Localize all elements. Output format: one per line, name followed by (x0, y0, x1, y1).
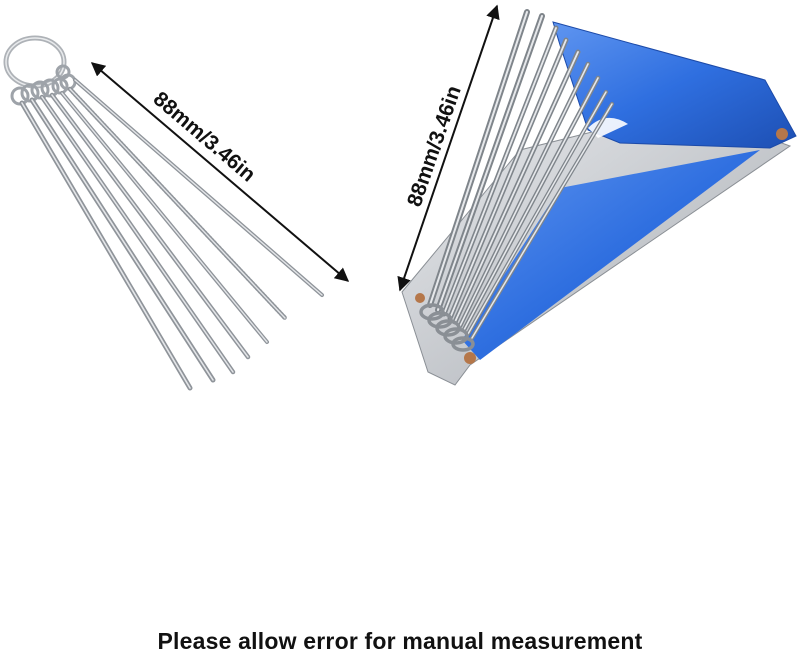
dimension-arrow-icon (397, 4, 500, 292)
dimension-arrow-icon (90, 62, 350, 282)
needle-set-left: 88mm/3.46in (3, 35, 350, 391)
product-illustration: 88mm/3.46in 88mm/3.46in (3, 4, 797, 391)
needles (19, 78, 324, 391)
blue-case-body (462, 150, 760, 360)
fanned-needles (427, 9, 614, 340)
left-dimension-label: 88mm/3.46in (149, 87, 260, 186)
blue-case-cover (552, 21, 797, 149)
tip-cleaner-case-right: 88mm/3.46in (397, 4, 797, 386)
needle-coils (419, 303, 475, 352)
measurement-disclaimer: Please allow error for manual measuremen… (157, 628, 643, 654)
